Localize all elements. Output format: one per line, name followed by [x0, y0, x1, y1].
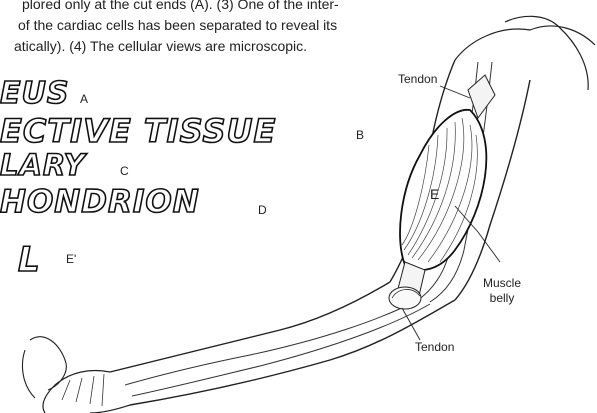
label-tendon-bottom: Tendon [415, 340, 454, 354]
label-muscle-letter: E [430, 186, 439, 202]
label-tendon-top: Tendon [398, 72, 437, 86]
label-muscle-belly-line1: Muscle [472, 276, 532, 290]
label-muscle-belly-line2: belly [472, 291, 532, 305]
